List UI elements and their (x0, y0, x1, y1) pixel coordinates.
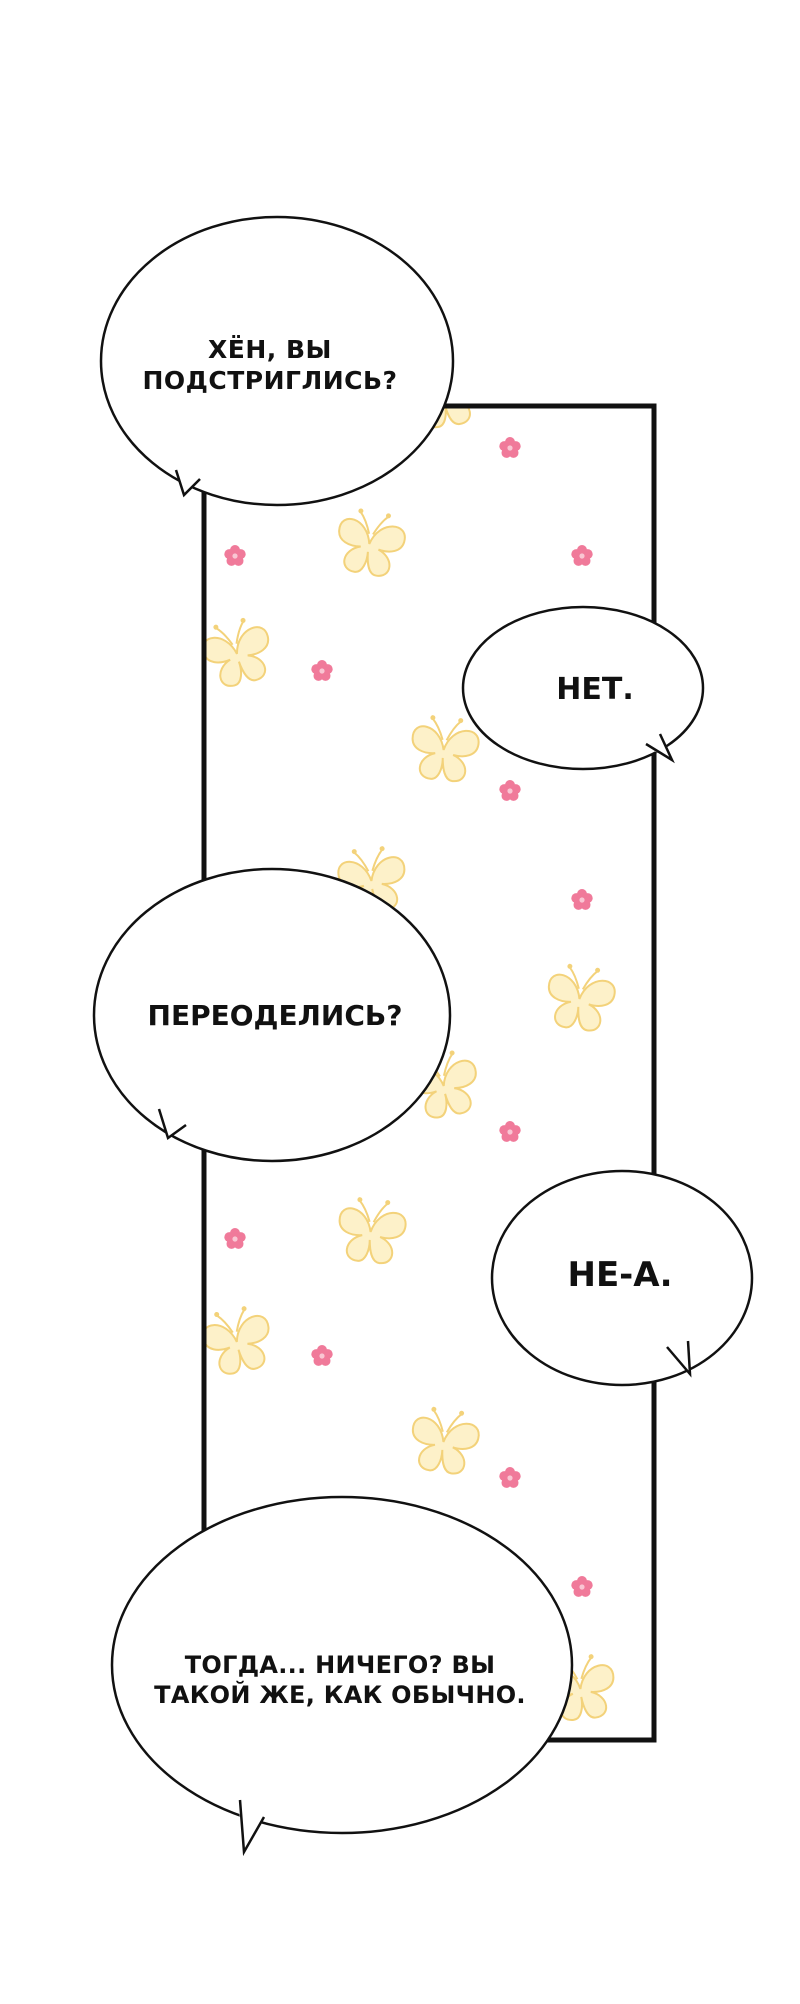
flower-center (232, 553, 238, 559)
flower-center (579, 553, 585, 559)
flower-center (579, 897, 585, 903)
speech-bubble-text: ХЁН, ВЫ ПОДСТРИГЛИСЬ? (142, 334, 398, 395)
flower-center (507, 1475, 513, 1481)
flower-center (507, 445, 513, 451)
speech-bubble (92, 867, 452, 1163)
flower-center (579, 1584, 585, 1590)
flower-center (507, 1129, 513, 1135)
speech-bubble-text: ТОГДА... НИЧЕГО? ВЫ ТАКОЙ ЖЕ, КАК ОБЫЧНО… (154, 1651, 526, 1709)
flower-center (319, 1353, 325, 1359)
speech-bubble-text: ПЕРЕОДЕЛИСЬ? (147, 998, 403, 1032)
speech-bubble-text: НЕТ. (556, 672, 634, 708)
butterfly-flower-pattern (204, 406, 619, 1724)
speech-bubble (490, 1169, 754, 1387)
speech-bubble (110, 1495, 574, 1857)
speech-bubble-text: НЕ-А. (567, 1254, 673, 1295)
flower-center (507, 788, 513, 794)
speech-bubble (99, 215, 455, 507)
flower-center (319, 668, 325, 674)
speech-bubble (461, 605, 705, 771)
flower-center (232, 1236, 238, 1242)
